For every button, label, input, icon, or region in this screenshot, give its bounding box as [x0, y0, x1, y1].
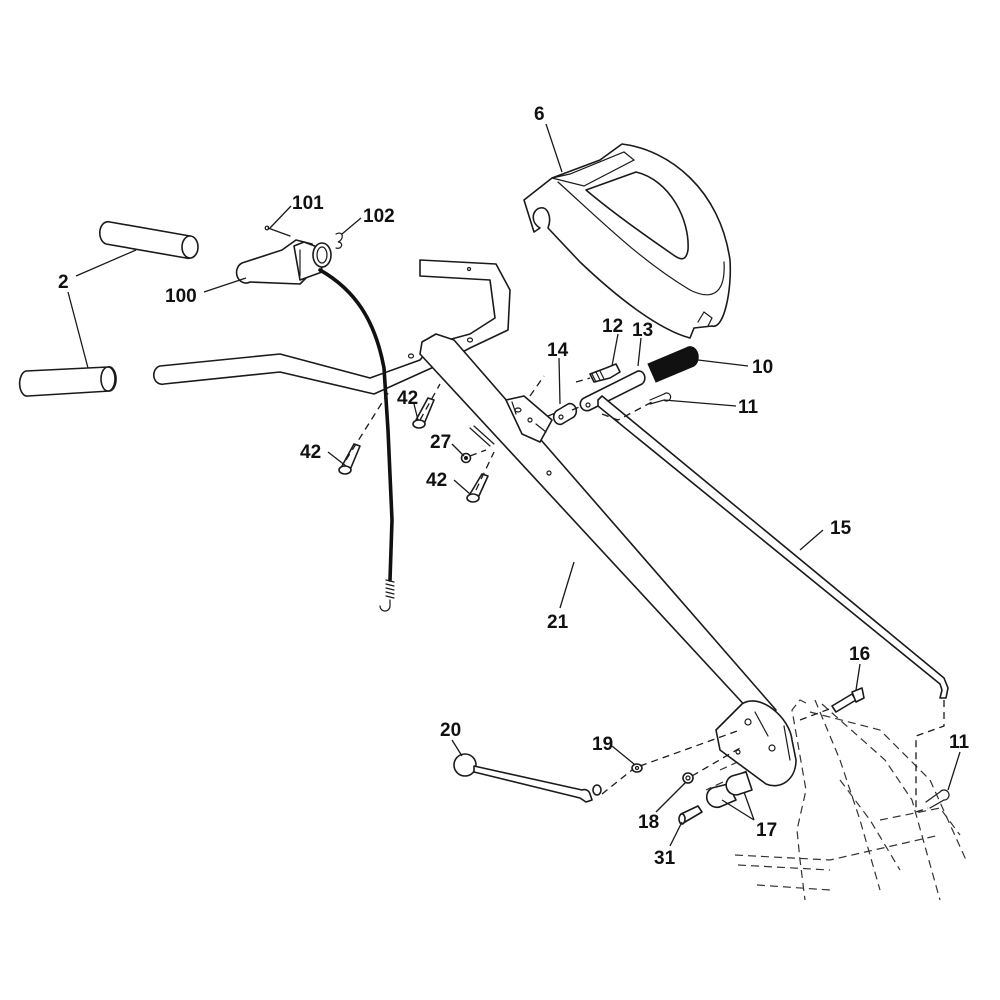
spring-clip[interactable]	[335, 232, 343, 249]
bolt-16[interactable]	[831, 687, 865, 713]
knob-rod[interactable]	[453, 753, 602, 803]
callout-42-lower: 42	[426, 470, 447, 491]
handle-grip-upper[interactable]	[99, 220, 199, 260]
tiller-frame-outline	[705, 699, 967, 901]
cable-pin[interactable]	[264, 225, 291, 237]
callout-11-upper: 11	[738, 397, 759, 418]
callout-100: 100	[165, 286, 197, 307]
callout-10: 10	[752, 357, 773, 378]
shift-lever[interactable]	[579, 370, 646, 412]
console-cover[interactable]	[523, 143, 732, 339]
callout-15: 15	[830, 518, 852, 539]
handle-tube[interactable]	[419, 333, 797, 787]
screw-42-left[interactable]	[338, 443, 361, 475]
shift-bracket[interactable]	[505, 395, 553, 443]
callout-12: 12	[602, 316, 623, 337]
hairpin-cotter-upper[interactable]	[649, 392, 672, 405]
control-cable[interactable]	[318, 268, 395, 612]
callout-31: 31	[654, 848, 676, 869]
lock-nut-18[interactable]	[682, 772, 694, 784]
callout-20: 20	[440, 720, 461, 741]
rubber-bumper-b[interactable]	[725, 771, 753, 796]
callout-16: 16	[849, 644, 870, 665]
callout-19: 19	[592, 734, 613, 755]
callout-13: 13	[632, 320, 653, 341]
callout-11-lower: 11	[949, 732, 970, 753]
callout-27: 27	[430, 432, 451, 453]
lever-grip[interactable]	[647, 346, 699, 383]
shoulder-bolt[interactable]	[589, 363, 621, 383]
callout-102: 102	[363, 206, 395, 227]
bolt-31[interactable]	[678, 805, 703, 825]
callout-42-left: 42	[300, 442, 321, 463]
bracket-strip	[469, 425, 495, 447]
handlebar[interactable]	[152, 259, 511, 395]
callout-42-upper: 42	[397, 388, 418, 409]
screw-42-upper[interactable]	[412, 397, 435, 429]
callout-labels: 6 101 102 2 100 12 13 10 14 11 42 42 27 …	[58, 104, 970, 869]
hairpin-cotter-lower[interactable]	[925, 789, 950, 809]
handle-grip-lower[interactable]	[18, 366, 117, 397]
assembly-lines	[345, 375, 945, 813]
callout-17: 17	[756, 820, 777, 841]
callout-21: 21	[547, 612, 569, 633]
screw-42-lower[interactable]	[466, 473, 489, 503]
spacer[interactable]	[552, 402, 578, 426]
callout-6: 6	[534, 104, 545, 125]
callout-14: 14	[547, 340, 569, 361]
control-lever-assembly[interactable]	[235, 239, 332, 285]
callout-18: 18	[638, 812, 659, 833]
washer-19[interactable]	[631, 763, 643, 773]
shift-rod[interactable]	[597, 395, 949, 699]
callout-2: 2	[58, 272, 69, 293]
leader-lines	[67, 123, 961, 847]
callout-101: 101	[292, 193, 324, 214]
